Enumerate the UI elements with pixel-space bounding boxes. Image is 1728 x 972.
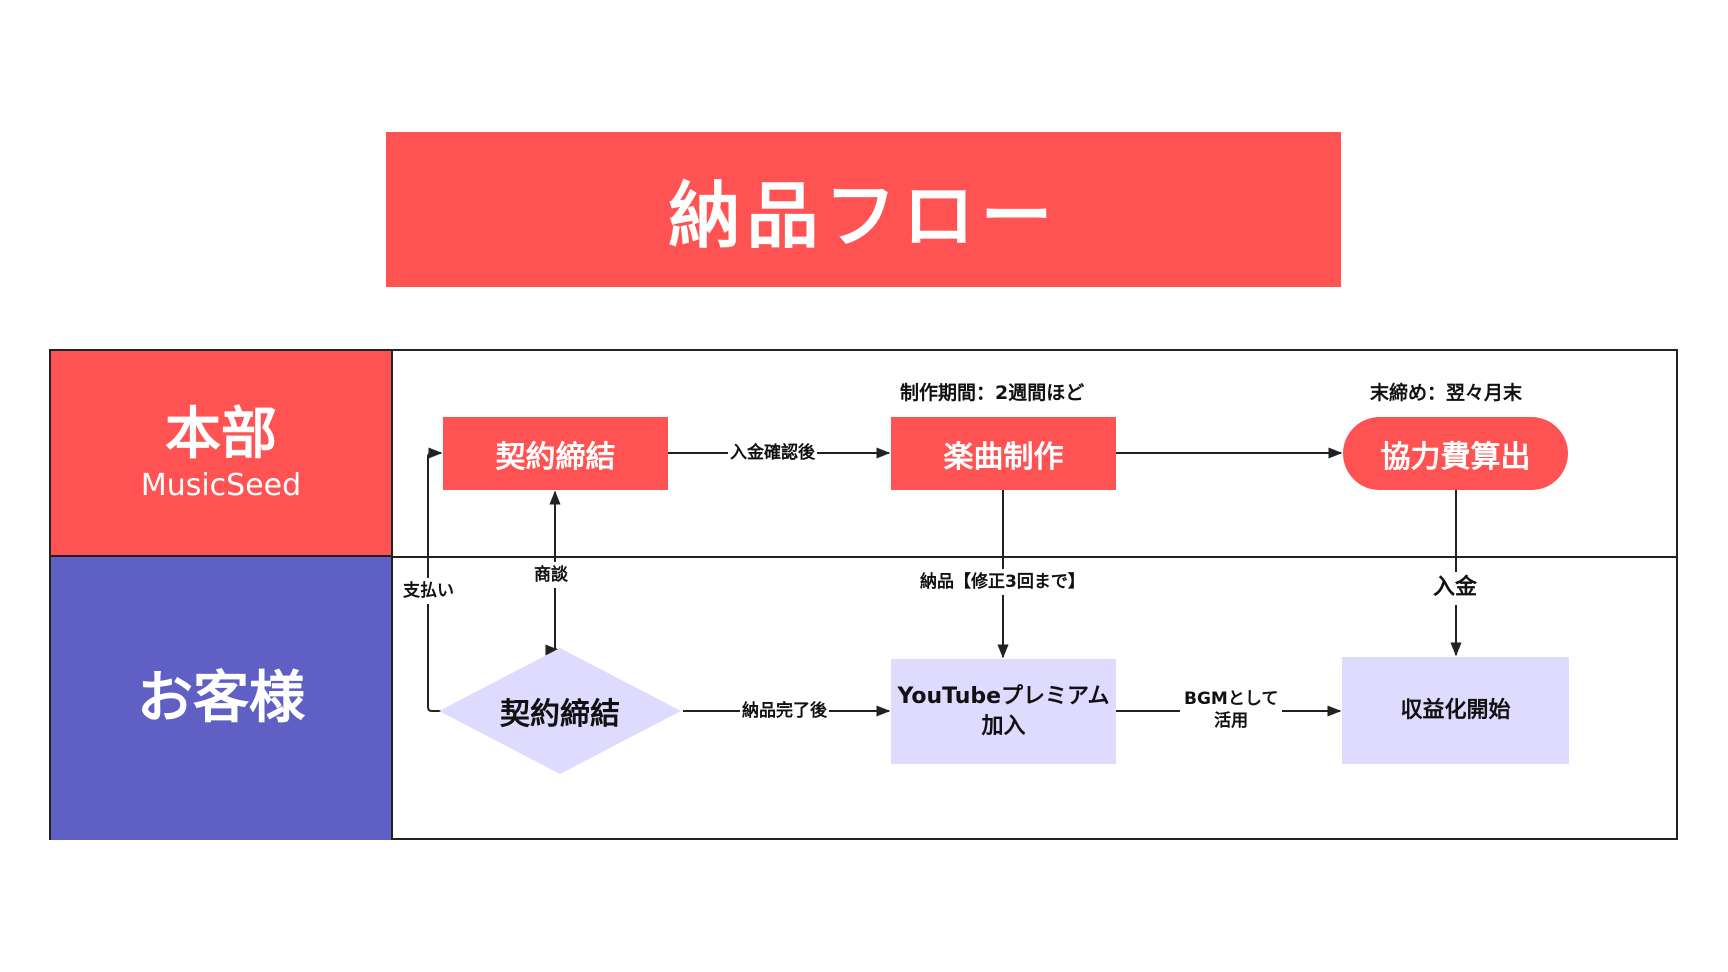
customer-contract-diamond [439,648,681,774]
lane-headquarters-label: 本部 [165,401,277,467]
node-youtube-premium-line2: 加入 [981,713,1026,739]
page-title: 納品フロー [668,174,1059,258]
lane-headquarters: 本部 MusicSeed [51,351,391,557]
node-youtube-premium[interactable]: YouTubeプレミアム 加入 [891,659,1116,764]
node-customer-contract[interactable]: 契約締結 [500,697,620,732]
lane-customer: お客様 [51,557,391,840]
node-fee-calculation[interactable]: 協力費算出 [1343,417,1568,490]
label-bgm-use: BGMとして 活用 [1180,688,1283,733]
lane-headquarters-sublabel: MusicSeed [140,468,302,504]
label-bgm-use-line2: 活用 [1214,711,1249,732]
label-after-delivery-complete: 納品完了後 [740,700,829,723]
node-music-production[interactable]: 楽曲制作 [891,417,1116,490]
label-after-payment-confirm: 入金確認後 [728,442,817,465]
label-payment: 支払い [403,578,454,605]
swimlane-table: 本部 MusicSeed お客様 [49,349,1678,840]
lane-customer-label: お客様 [137,665,305,731]
column-divider [391,351,393,838]
title-banner: 納品フロー [386,132,1341,287]
label-deposit: 入金 [1433,572,1478,605]
label-delivery: 納品【修正3回まで】 [920,569,1085,596]
label-negotiation: 商談 [534,562,568,589]
row-divider [391,556,1676,558]
node-hq-contract[interactable]: 契約締結 [443,417,668,490]
note-closing: 末締め：翌々月末 [1370,382,1523,404]
label-bgm-use-line1: BGMとして [1184,689,1279,709]
node-youtube-premium-line1: YouTubeプレミアム [897,683,1110,709]
node-monetization-start[interactable]: 収益化開始 [1342,657,1569,764]
note-production-period: 制作期間：2週間ほど [900,382,1085,404]
